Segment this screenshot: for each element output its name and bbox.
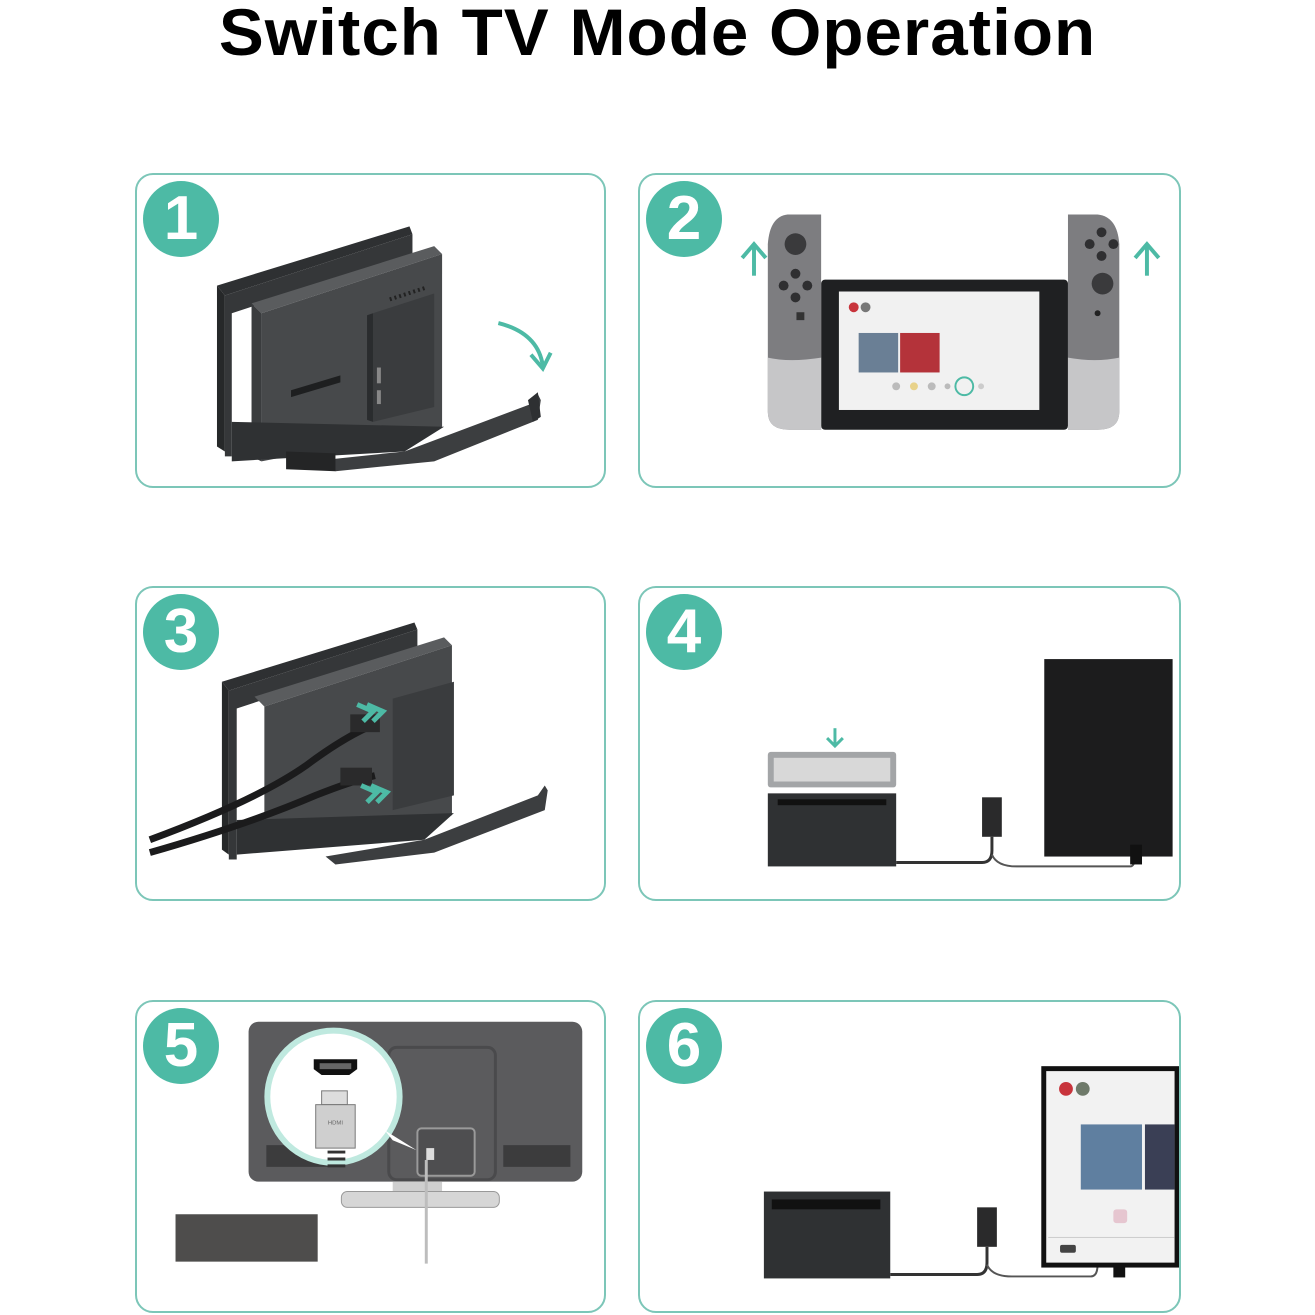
step-1-panel: 1 <box>135 173 606 488</box>
step-5-panel: 5 HDMI <box>135 1000 606 1313</box>
dock-cables-illustration <box>148 622 548 865</box>
tv-hdmi-illustration: HDMI <box>175 1021 583 1264</box>
curved-down-arrow-icon <box>529 351 553 373</box>
step-3-badge: 3 <box>143 594 219 670</box>
step-4-panel: 4 <box>638 586 1181 901</box>
step-2-panel: 2 <box>638 173 1181 488</box>
step-5-badge: 5 <box>143 1008 219 1084</box>
page-title: Switch TV Mode Operation <box>218 0 1097 69</box>
step-4-badge: 4 <box>646 594 722 670</box>
hdmi-label: HDMI <box>328 1120 343 1126</box>
up-arrow-icon <box>740 241 1161 276</box>
tv-home-screen-illustration <box>763 1066 1179 1279</box>
step-3-panel: 3 <box>135 586 606 901</box>
dock-illustration <box>216 226 553 472</box>
step-1-badge: 1 <box>143 181 219 257</box>
step-2-badge: 2 <box>646 181 722 257</box>
console-joycons-illustration <box>740 214 1161 430</box>
step-6-panel: 6 <box>638 1000 1181 1313</box>
step-6-badge: 6 <box>646 1008 722 1084</box>
down-arrow-icon <box>826 728 844 749</box>
hdmi-port-icon <box>313 1059 358 1076</box>
right-arrow-icon <box>356 702 392 804</box>
dock-to-tv-illustration <box>767 659 1173 868</box>
